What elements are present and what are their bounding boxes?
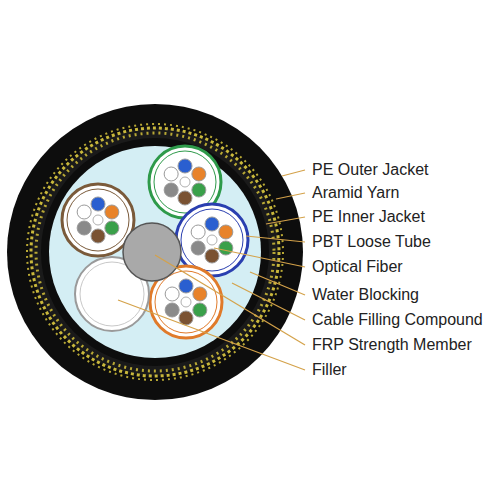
- leader-lines: [118, 170, 305, 370]
- optical-fiber: [181, 297, 191, 307]
- optical-fiber: [219, 241, 233, 255]
- optical-fiber: [193, 303, 207, 317]
- tube-wall: [155, 271, 217, 333]
- optical-fiber: [91, 229, 105, 243]
- part-label: PE Outer Jacket: [312, 160, 429, 180]
- optical-fiber: [180, 177, 190, 187]
- optical-fiber: [91, 197, 105, 211]
- optical-fiber: [178, 159, 192, 173]
- optical-fiber: [179, 279, 193, 293]
- leader-line: [250, 272, 305, 295]
- tube-wall: [181, 209, 243, 271]
- part-label: PE Inner Jacket: [312, 207, 425, 227]
- part-label: Cable Filling Compound: [312, 310, 483, 330]
- optical-fiber: [179, 311, 193, 325]
- part-label: Optical Fiber: [312, 257, 403, 277]
- optical-fiber: [193, 287, 207, 301]
- optical-fiber: [165, 303, 179, 317]
- optical-fiber: [93, 215, 103, 225]
- aramid-yarn: [36, 133, 274, 371]
- part-label: Aramid Yarn: [312, 183, 399, 203]
- optical-fiber: [105, 205, 119, 219]
- optical-fiber: [192, 167, 206, 181]
- part-label: Filler: [312, 360, 347, 380]
- tube-wall: [67, 189, 129, 251]
- leader-line: [214, 248, 305, 267]
- leader-line: [118, 300, 305, 370]
- leader-line: [246, 236, 305, 242]
- aramid-yarn: [31, 128, 279, 376]
- optical-fiber: [105, 221, 119, 235]
- outer-jacket: [7, 104, 303, 400]
- optical-fiber: [219, 225, 233, 239]
- optical-fiber: [205, 217, 219, 231]
- leader-line: [276, 193, 305, 199]
- filling-compound: [49, 146, 261, 358]
- leader-line: [232, 283, 305, 320]
- optical-fiber: [205, 249, 219, 263]
- aramid-yarn: [27, 124, 283, 380]
- leader-line: [282, 170, 305, 176]
- optical-fiber: [192, 183, 206, 197]
- optical-fiber: [77, 221, 91, 235]
- optical-fiber: [207, 235, 217, 245]
- part-label: FRP Strength Member: [312, 335, 472, 355]
- optical-fiber: [191, 241, 205, 255]
- optical-fiber: [164, 183, 178, 197]
- optical-fiber: [178, 191, 192, 205]
- frp-strength-member: [123, 223, 181, 281]
- optical-fiber: [77, 205, 91, 219]
- leader-line: [155, 255, 305, 345]
- optical-fiber: [165, 287, 179, 301]
- part-label: PBT Loose Tube: [312, 232, 431, 252]
- optical-fiber: [191, 225, 205, 239]
- aramid-ground: [31, 128, 279, 376]
- loose-tubes: [62, 146, 248, 338]
- optical-fiber: [164, 167, 178, 181]
- leader-line: [266, 217, 305, 224]
- part-label: Water Blocking: [312, 285, 419, 305]
